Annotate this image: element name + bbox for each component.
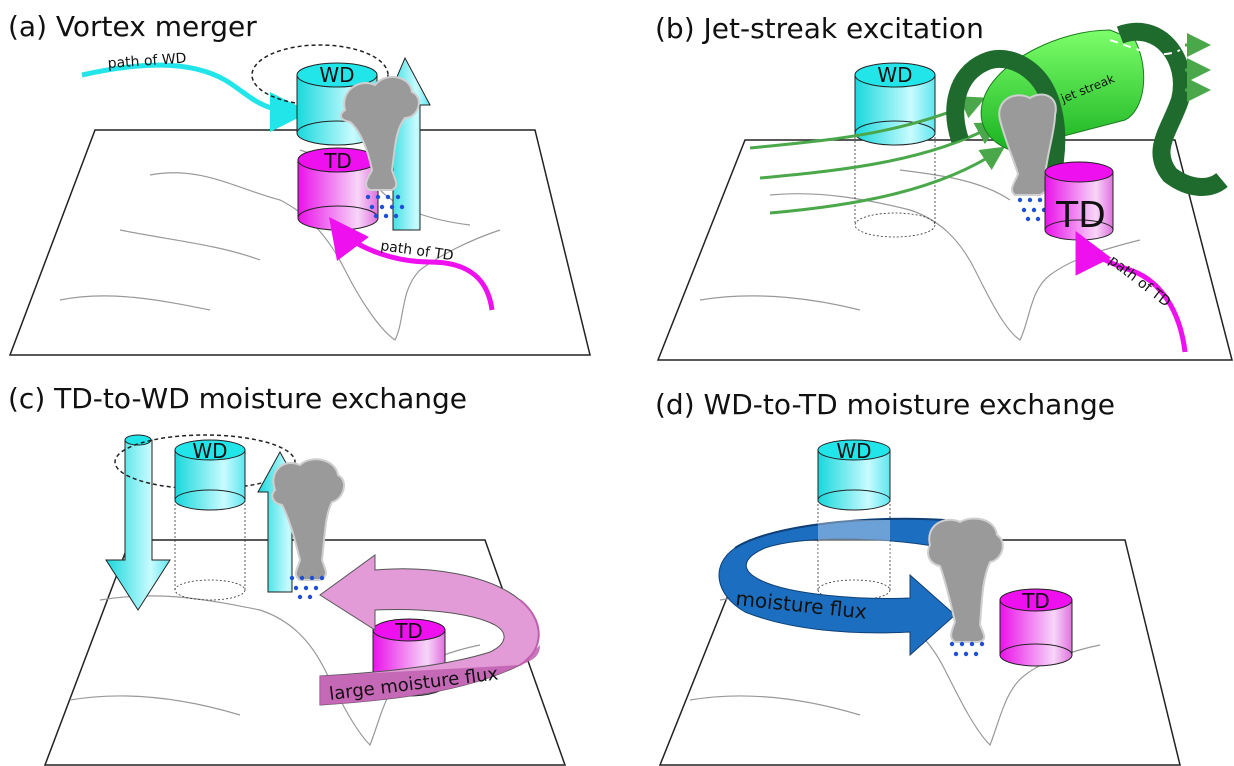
rain-drops-b [1017, 197, 1047, 222]
panel-b-title: (b) Jet-streak excitation [655, 12, 984, 45]
wd-label-b: WD [877, 63, 912, 87]
convective-cloud-a [339, 76, 420, 191]
panel-c-title: (c) TD-to-WD moisture exchange [8, 382, 468, 415]
map-plane-b [656, 139, 1233, 361]
path-of-wd-label: path of WD [107, 51, 187, 72]
rain-drops-c [289, 575, 325, 600]
wd-label-d: WD [836, 439, 871, 463]
rain-drops-a [365, 194, 405, 219]
path-of-wd-arrow [81, 62, 310, 132]
wd-projection-b [854, 133, 936, 225]
wd-label-a: WD [319, 63, 354, 87]
convective-cloud-d [927, 517, 1004, 643]
downdraft-arrow-c [105, 439, 171, 611]
panel-d: WD TD moisture flux [658, 439, 1181, 766]
panel-a: path of WD path of TD WD TD [8, 44, 591, 356]
wd-footprint-c [174, 579, 246, 601]
outflow-arrows-b [1185, 33, 1211, 102]
td-cylinder-b [1044, 161, 1114, 241]
panel-d-title: (d) WD-to-TD moisture exchange [655, 388, 1115, 421]
td-label-b: TD [1055, 195, 1106, 236]
wd-cylinder-c [174, 439, 246, 511]
td-label-a: TD [323, 149, 352, 173]
wd-projection-c [174, 500, 246, 590]
td-cylinder-d [999, 588, 1073, 667]
wd-label-c: WD [192, 439, 227, 463]
map-coastline-a [59, 149, 501, 341]
map-coastline-b [699, 169, 1141, 341]
wd-projection-d [817, 500, 891, 590]
wd-footprint-b [854, 212, 936, 238]
convective-cloud-c [271, 458, 346, 581]
panel-a-title: (a) Vortex merger [8, 10, 257, 43]
path-of-td-arrow [328, 217, 495, 311]
path-of-td-arrow-b [1075, 231, 1188, 353]
panel-b: WD TD jet streak path of TD [656, 22, 1233, 361]
panel-c: WD TD large moisture flux [43, 434, 567, 766]
rain-drops-d [949, 641, 985, 657]
td-label-c: TD [394, 619, 423, 643]
wd-footprint-d [817, 579, 891, 601]
wd-cylinder-b [854, 62, 936, 146]
td-label-d: TD [1021, 589, 1050, 613]
